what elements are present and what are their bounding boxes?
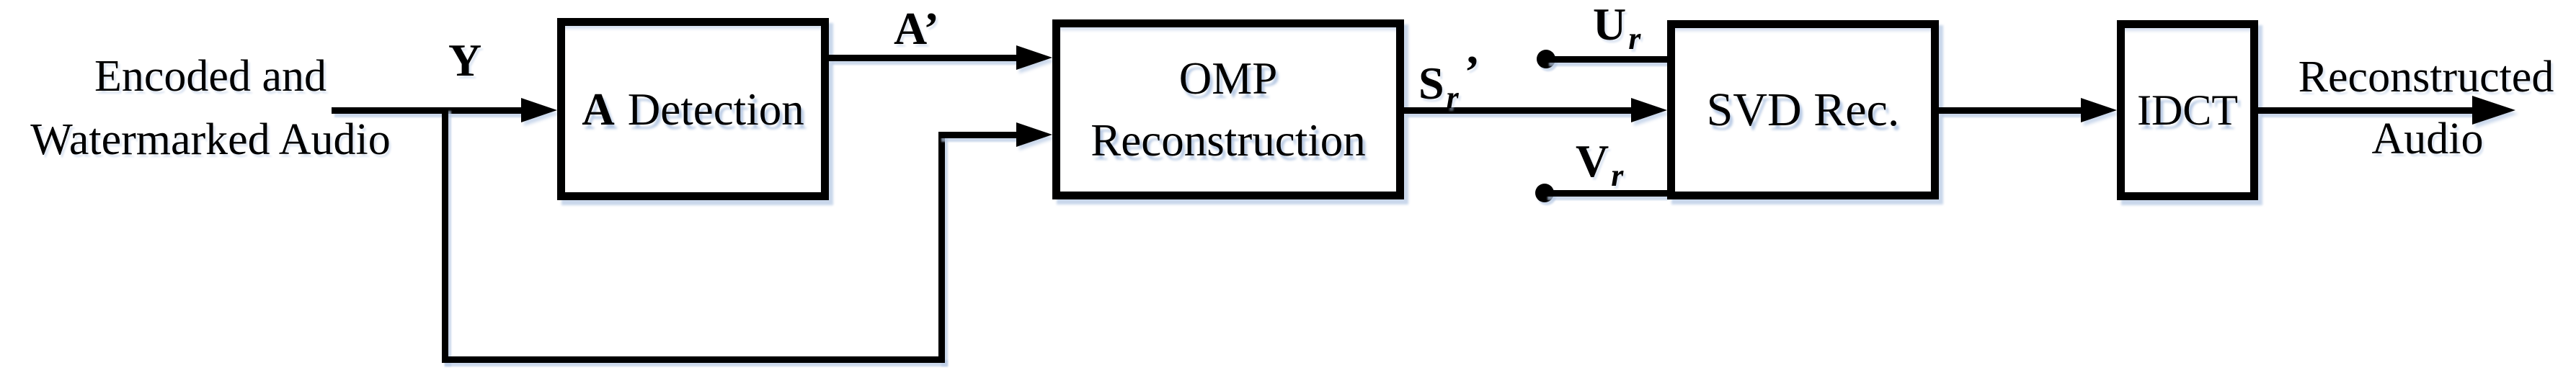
block-omp-label: OMP Reconstruction bbox=[1091, 48, 1365, 171]
bypass-branch-down-line bbox=[442, 107, 448, 363]
input-caption: Encoded and Watermarked Audio bbox=[0, 45, 421, 171]
block-omp-reconstruction: OMP Reconstruction bbox=[1052, 19, 1404, 199]
block-svd-rec: SVD Rec. bbox=[1667, 20, 1939, 199]
signal-label-s-r-prime: Sr’ bbox=[1418, 49, 1480, 114]
a-prime-arrow-line bbox=[829, 55, 1016, 61]
input-caption-line1: Encoded and bbox=[94, 52, 327, 101]
block-idct-label: IDCT bbox=[2137, 86, 2238, 134]
output-caption-line1: Reconstructed bbox=[2298, 53, 2554, 102]
input-arrow-line bbox=[332, 107, 521, 114]
omp-label-line1: OMP bbox=[1178, 53, 1278, 104]
a-prime-mark: ’ bbox=[923, 3, 939, 54]
v-r-base: V bbox=[1576, 135, 1609, 186]
bypass-arrowhead-icon bbox=[1016, 122, 1052, 147]
block-svd-label: SVD Rec. bbox=[1706, 83, 1900, 136]
u-r-base: U bbox=[1593, 0, 1627, 50]
signal-label-u-r: Ur bbox=[1593, 1, 1640, 55]
s-r-subscript: r bbox=[1446, 80, 1459, 115]
svd-to-idct-arrow-line bbox=[1939, 107, 2081, 114]
signal-label-y: Y bbox=[448, 35, 482, 86]
omp-label-line2: Reconstruction bbox=[1091, 115, 1366, 166]
a-prime-arrowhead-icon bbox=[1016, 45, 1052, 70]
input-caption-line2: Watermarked Audio bbox=[30, 115, 391, 164]
a-detection-rest: Detection bbox=[627, 84, 804, 135]
u-r-subscript: r bbox=[1628, 21, 1641, 56]
a-prime-base: A bbox=[894, 3, 924, 54]
bypass-into-omp-line bbox=[938, 132, 1016, 138]
s-r-prime-arrowhead-icon bbox=[1631, 98, 1667, 122]
v-r-line bbox=[1545, 190, 1667, 197]
block-idct: IDCT bbox=[2117, 20, 2258, 200]
output-arrow-line bbox=[2258, 107, 2472, 114]
bypass-bottom-line bbox=[442, 356, 945, 363]
s-r-prime-mark: ’ bbox=[1464, 46, 1480, 97]
svd-to-idct-arrowhead-icon bbox=[2081, 98, 2117, 122]
s-r-base: S bbox=[1418, 58, 1444, 109]
bypass-up-line bbox=[938, 132, 945, 363]
signal-label-a-prime: A’ bbox=[894, 6, 939, 52]
output-arrowhead-icon bbox=[2472, 96, 2515, 125]
a-detection-bold-a: A bbox=[582, 84, 615, 135]
s-r-prime-arrow-line bbox=[1404, 107, 1631, 114]
output-caption-line2: Audio bbox=[2371, 114, 2484, 163]
input-arrowhead-icon bbox=[521, 98, 557, 122]
signal-label-v-r: Vr bbox=[1576, 138, 1623, 192]
u-r-line bbox=[1546, 56, 1667, 63]
v-r-subscript: r bbox=[1611, 158, 1624, 193]
